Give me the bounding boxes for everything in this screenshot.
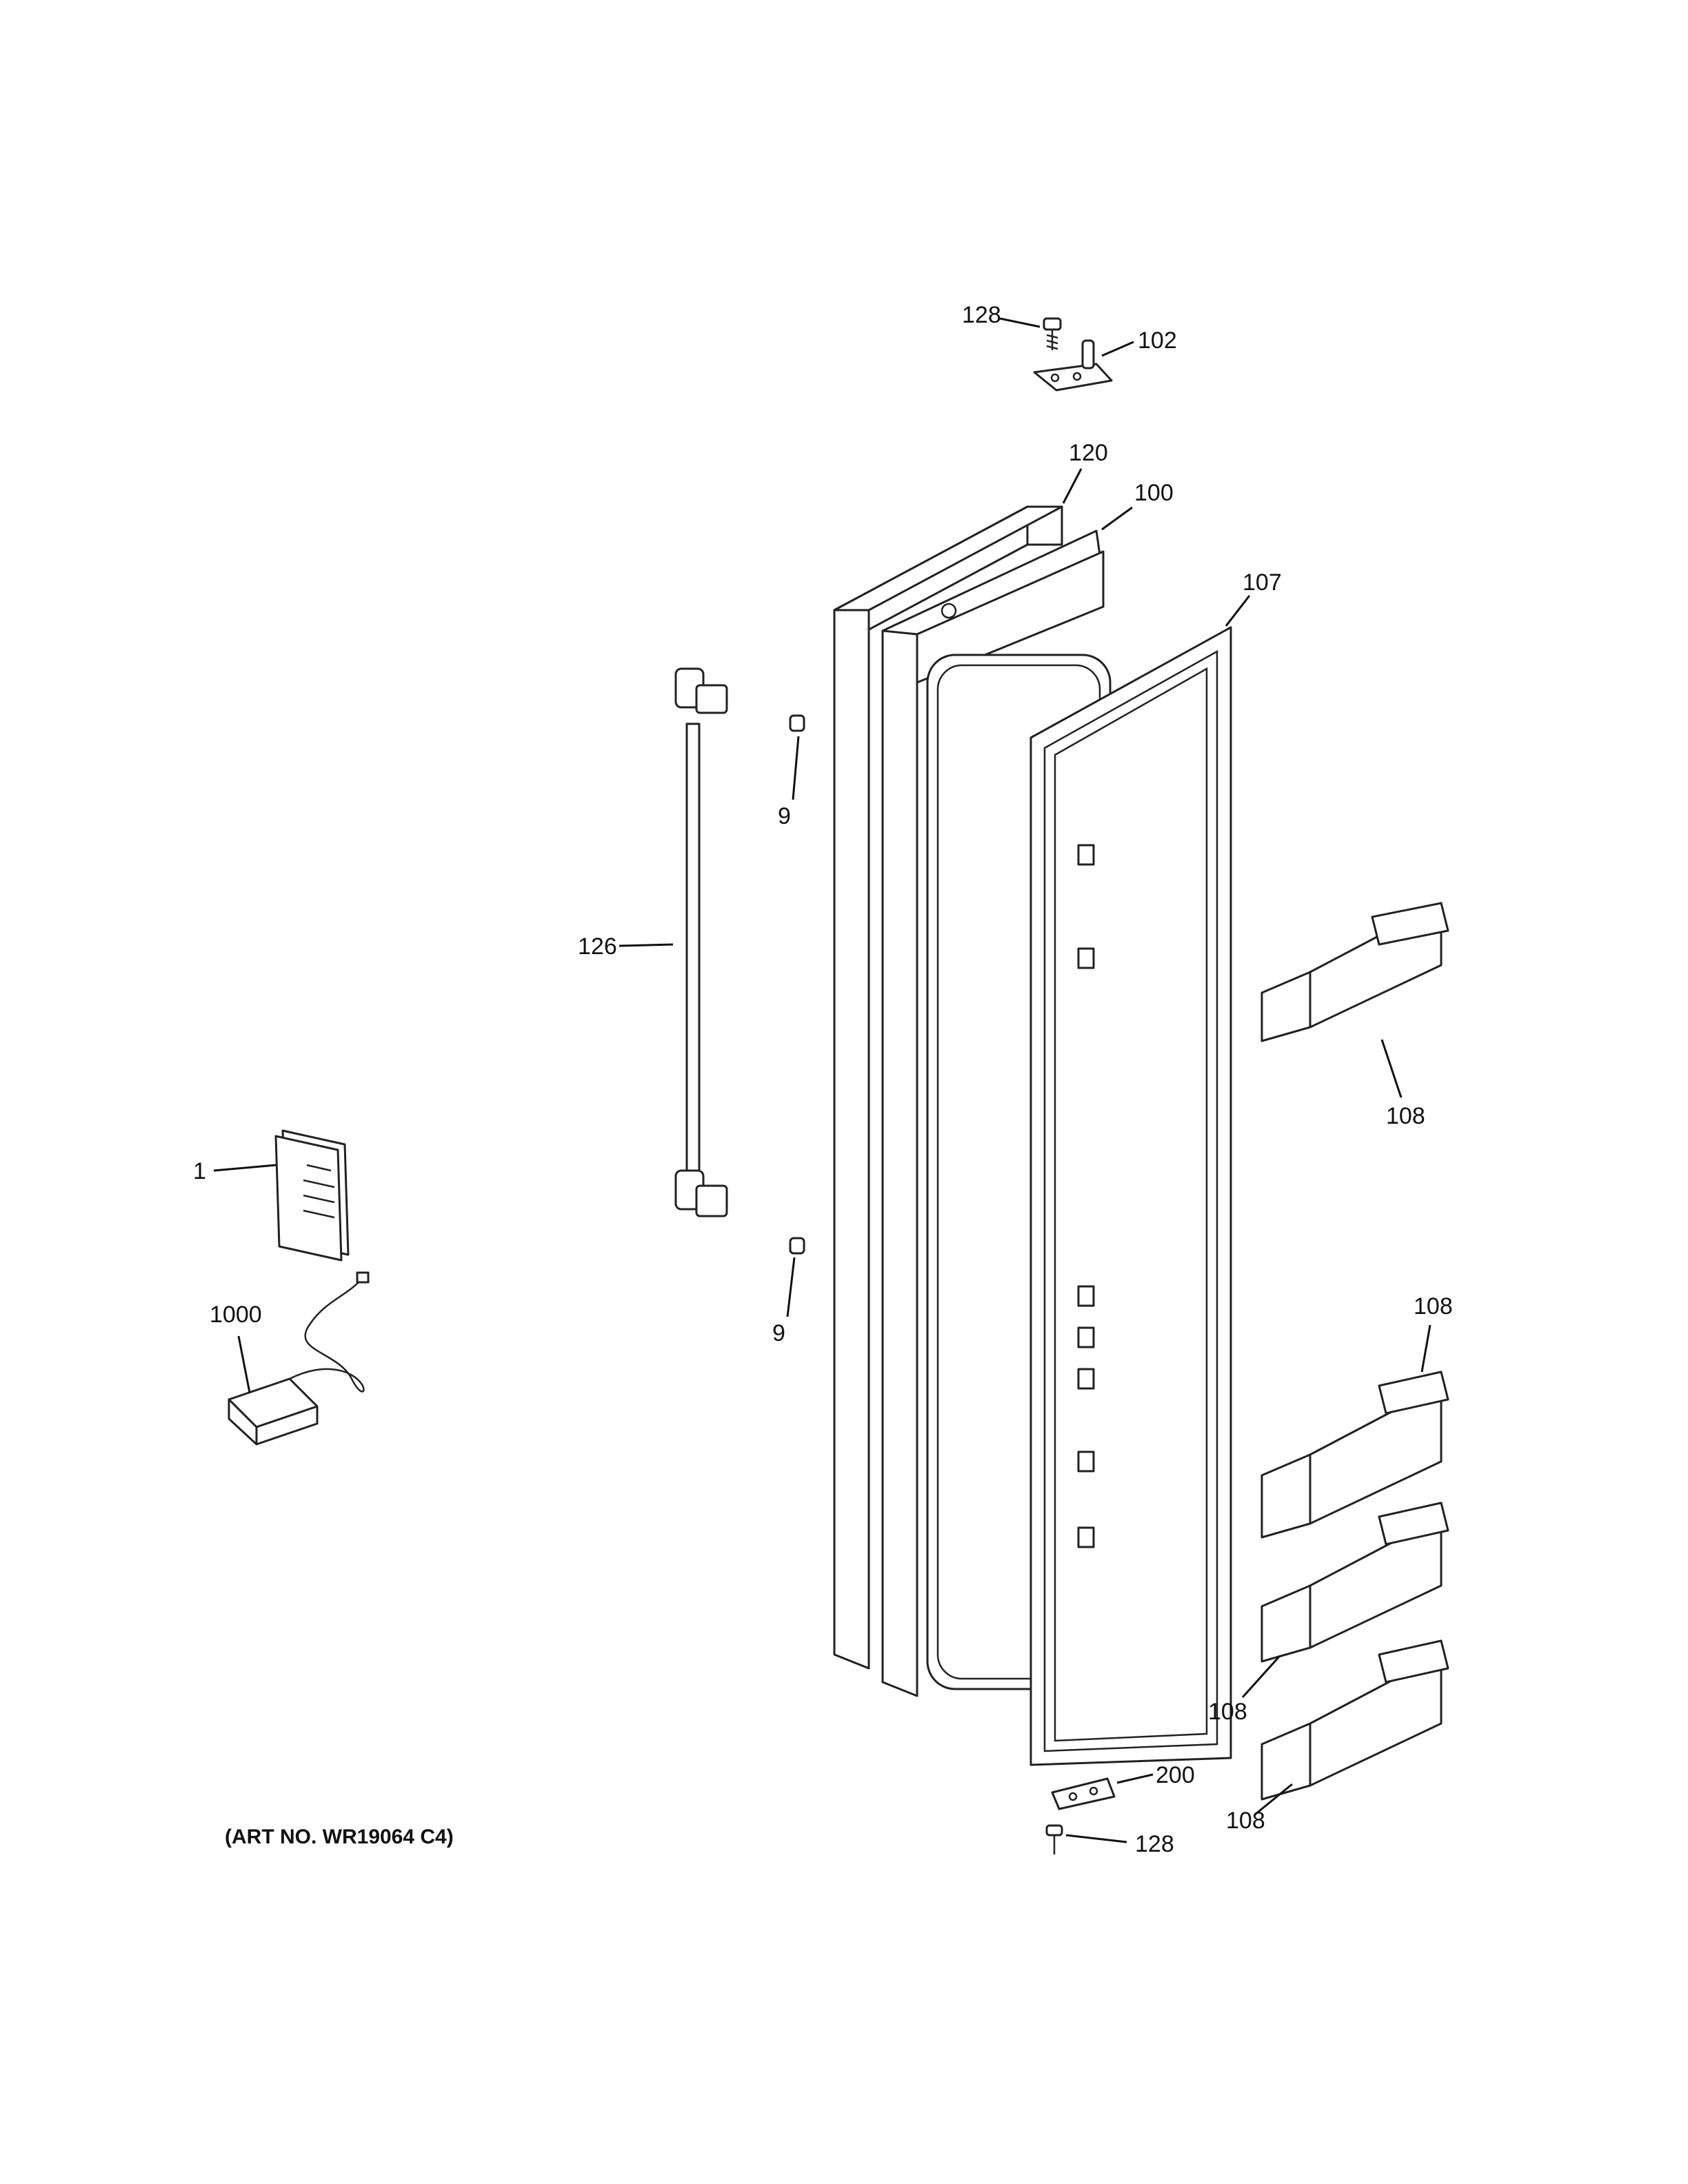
callout-108-a: 108	[1386, 1103, 1425, 1129]
door-handle-126	[674, 667, 728, 1217]
lower-hinge-200	[1051, 1777, 1116, 1810]
callout-100: 100	[1134, 480, 1174, 506]
door-stop-9-top	[789, 714, 805, 732]
callout-102: 102	[1138, 327, 1177, 354]
callout-120: 120	[1069, 440, 1108, 466]
callout-1: 1	[193, 1158, 206, 1184]
door-stop-9-bottom	[789, 1237, 805, 1255]
door-bin-108-c	[1260, 1502, 1449, 1663]
door-bin-108-d	[1260, 1639, 1449, 1801]
upper-hinge-102	[1033, 339, 1113, 392]
callout-107: 107	[1243, 569, 1282, 596]
owners-manual-1	[274, 1129, 350, 1262]
callout-1000: 1000	[210, 1302, 262, 1328]
door-bin-108-b	[1260, 1371, 1449, 1539]
callout-200: 200	[1156, 1762, 1195, 1788]
callout-108-b: 108	[1414, 1293, 1453, 1320]
callout-126: 126	[578, 933, 617, 960]
art-number-caption: (ART NO. WR19064 C4)	[225, 1826, 454, 1848]
door-bin-108-a	[1260, 902, 1449, 1042]
callout-9-bottom: 9	[772, 1320, 785, 1346]
callout-108-d: 108	[1226, 1808, 1265, 1834]
callout-128-bottom: 128	[1135, 1831, 1174, 1857]
door-gasket-107	[1029, 626, 1232, 1766]
callout-108-c: 108	[1208, 1699, 1247, 1725]
screw-128-bottom	[1045, 1824, 1063, 1854]
control-module-1000	[228, 1271, 370, 1446]
screw-128-top	[1043, 317, 1062, 350]
callout-128-top: 128	[962, 302, 1001, 328]
callout-9-top: 9	[778, 803, 791, 829]
door-outer-panel-120	[833, 505, 1063, 1670]
